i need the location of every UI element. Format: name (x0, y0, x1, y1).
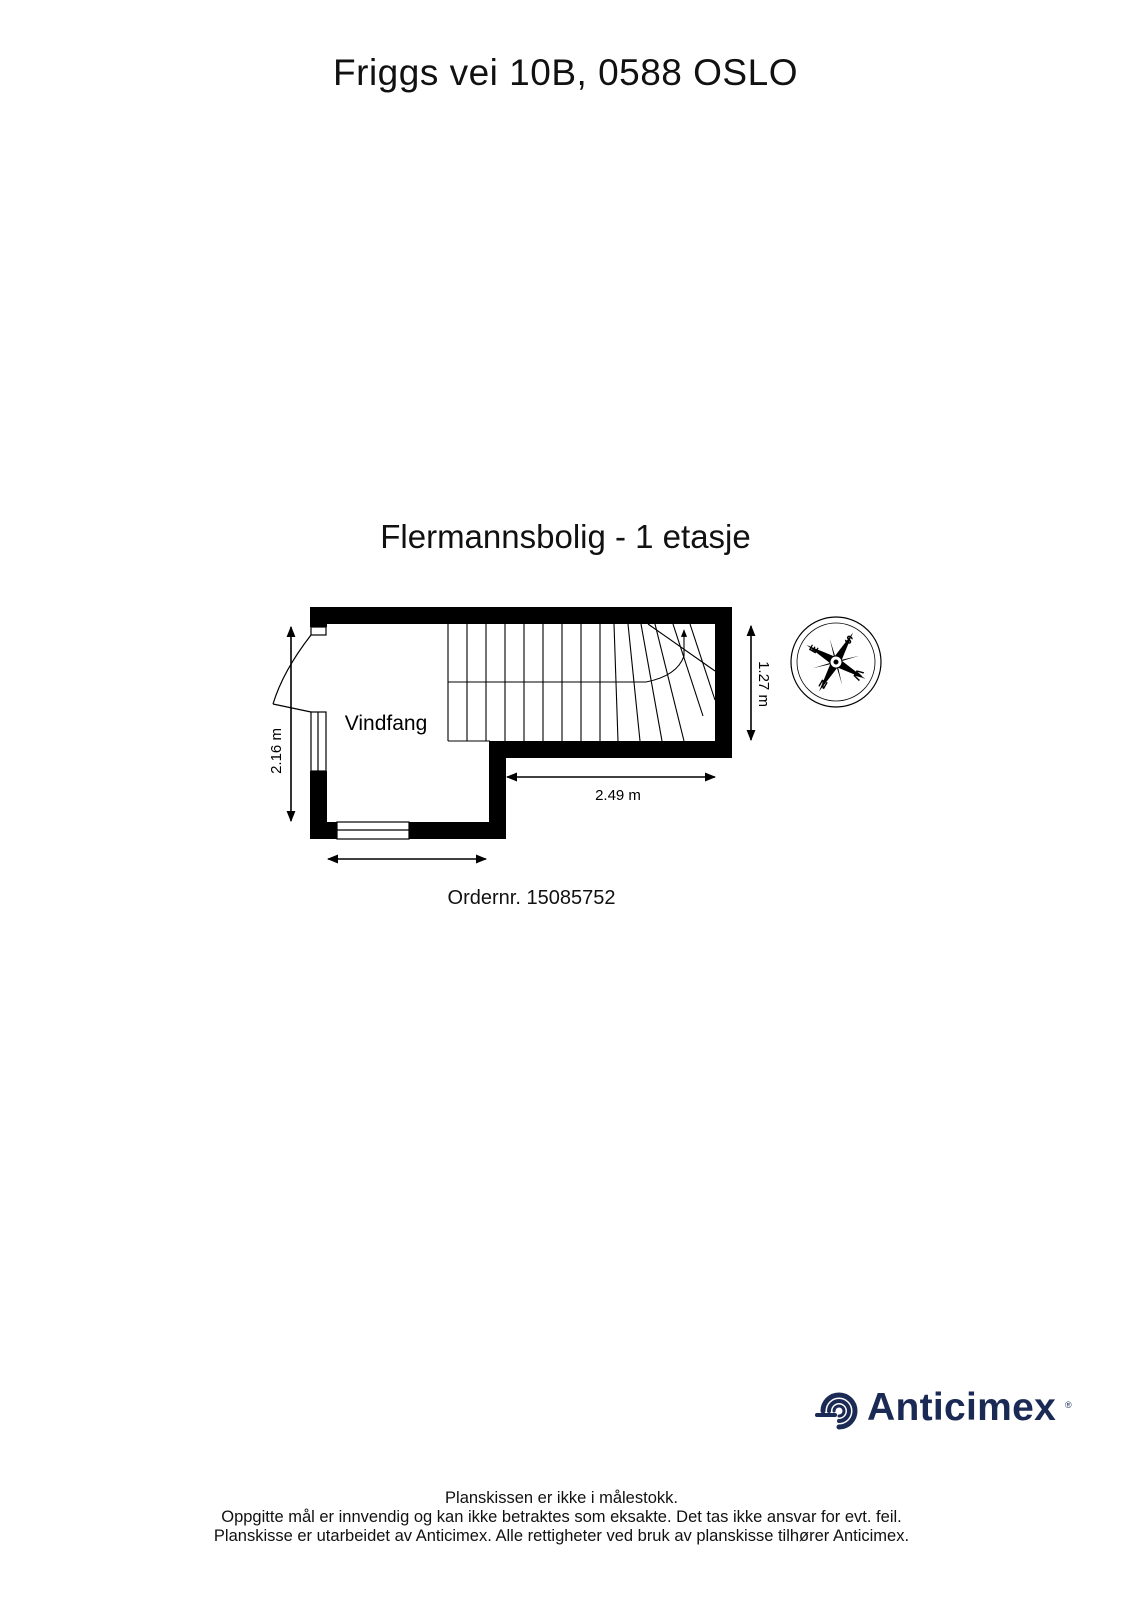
footer-line-2: Oppgitte mål er innvendig og kan ikke be… (221, 1508, 902, 1526)
dim-label-step: 2.49 m (595, 787, 641, 804)
wall-step-vertical (489, 741, 506, 839)
left-window (310, 626, 327, 772)
wall-left-bottom (310, 771, 327, 839)
order-number: Ordernr. 15085752 (447, 887, 616, 909)
address-title: Friggs vei 10B, 0588 OSLO (333, 52, 798, 93)
compass-rose-icon: S W N E (790, 616, 882, 708)
wall-step-bottom (489, 741, 732, 758)
door-swing (272, 634, 312, 713)
anticimex-logo: Anticimex ® (815, 1386, 1075, 1439)
dim-label-right: 1.27 m (755, 661, 772, 707)
footer-line-1: Planskissen er ikke i målestokk. (445, 1489, 678, 1507)
registered-mark: ® (1065, 1400, 1072, 1410)
anticimex-swirl-icon (815, 1392, 858, 1430)
dim-label-left: 2.16 m (268, 728, 285, 774)
staircase (447, 623, 716, 742)
brand-name: Anticimex (867, 1386, 1057, 1429)
floor-title: Flermannsbolig - 1 etasje (380, 518, 751, 555)
dimension-lines (286, 624, 756, 864)
bottom-window (336, 821, 410, 840)
wall-left-top (310, 607, 327, 627)
wall-right (715, 607, 732, 758)
footer-disclaimer: Planskissen er ikke i målestokk. Oppgitt… (0, 1489, 1131, 1546)
wall-top (310, 607, 732, 624)
footer-line-3: Planskisse er utarbeidet av Anticimex. A… (213, 1527, 910, 1545)
room-label-vindfang: Vindfang (345, 712, 428, 735)
